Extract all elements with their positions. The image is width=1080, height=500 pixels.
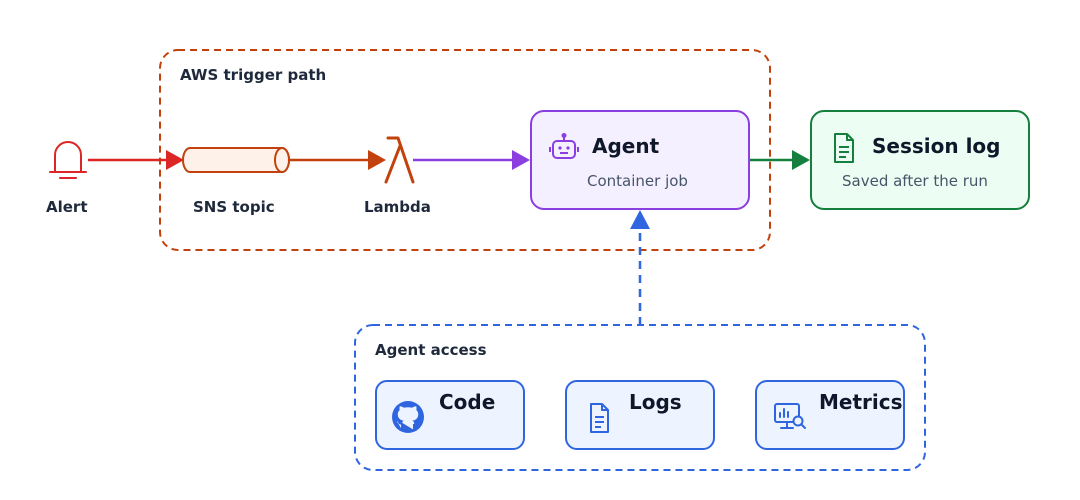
lambda-icon [384, 136, 415, 184]
bell-icon [49, 141, 87, 179]
access-code-node[interactable]: Code [375, 380, 525, 450]
session-log-subtitle: Saved after the run [842, 172, 988, 190]
aws-trigger-group-label: AWS trigger path [180, 66, 327, 84]
agent-access-group-label: Agent access [375, 341, 487, 359]
access-logs-node[interactable]: Logs [565, 380, 715, 450]
lambda-label: Lambda [364, 198, 431, 216]
document-icon [590, 403, 609, 433]
github-icon [392, 401, 424, 433]
sns-topic-label: SNS topic [193, 198, 275, 216]
access-metrics-node[interactable]: Metrics [755, 380, 905, 450]
alert-label: Alert [46, 198, 88, 216]
agent-subtitle: Container job [587, 172, 688, 190]
edge-sns-to-lambda [289, 150, 386, 170]
pipe-icon [182, 147, 290, 173]
access-logs-label: Logs [629, 390, 682, 414]
robot-icon [549, 133, 579, 159]
edge-agent-to-session-log [750, 150, 810, 170]
access-metrics-label: Metrics [819, 390, 903, 414]
session-log-title: Session log [872, 134, 1001, 158]
agent-title: Agent [592, 134, 660, 158]
session-log-node[interactable]: Session log Saved after the run [810, 110, 1030, 210]
aws-trigger-group-border [159, 49, 771, 251]
access-code-label: Code [439, 390, 496, 414]
agent-node[interactable]: Agent Container job [530, 110, 750, 210]
edge-access-to-agent [630, 210, 650, 325]
edge-alert-to-sns [88, 150, 184, 170]
edge-lambda-to-agent [413, 150, 530, 170]
document-icon [834, 133, 854, 163]
monitor-search-icon [774, 403, 806, 429]
